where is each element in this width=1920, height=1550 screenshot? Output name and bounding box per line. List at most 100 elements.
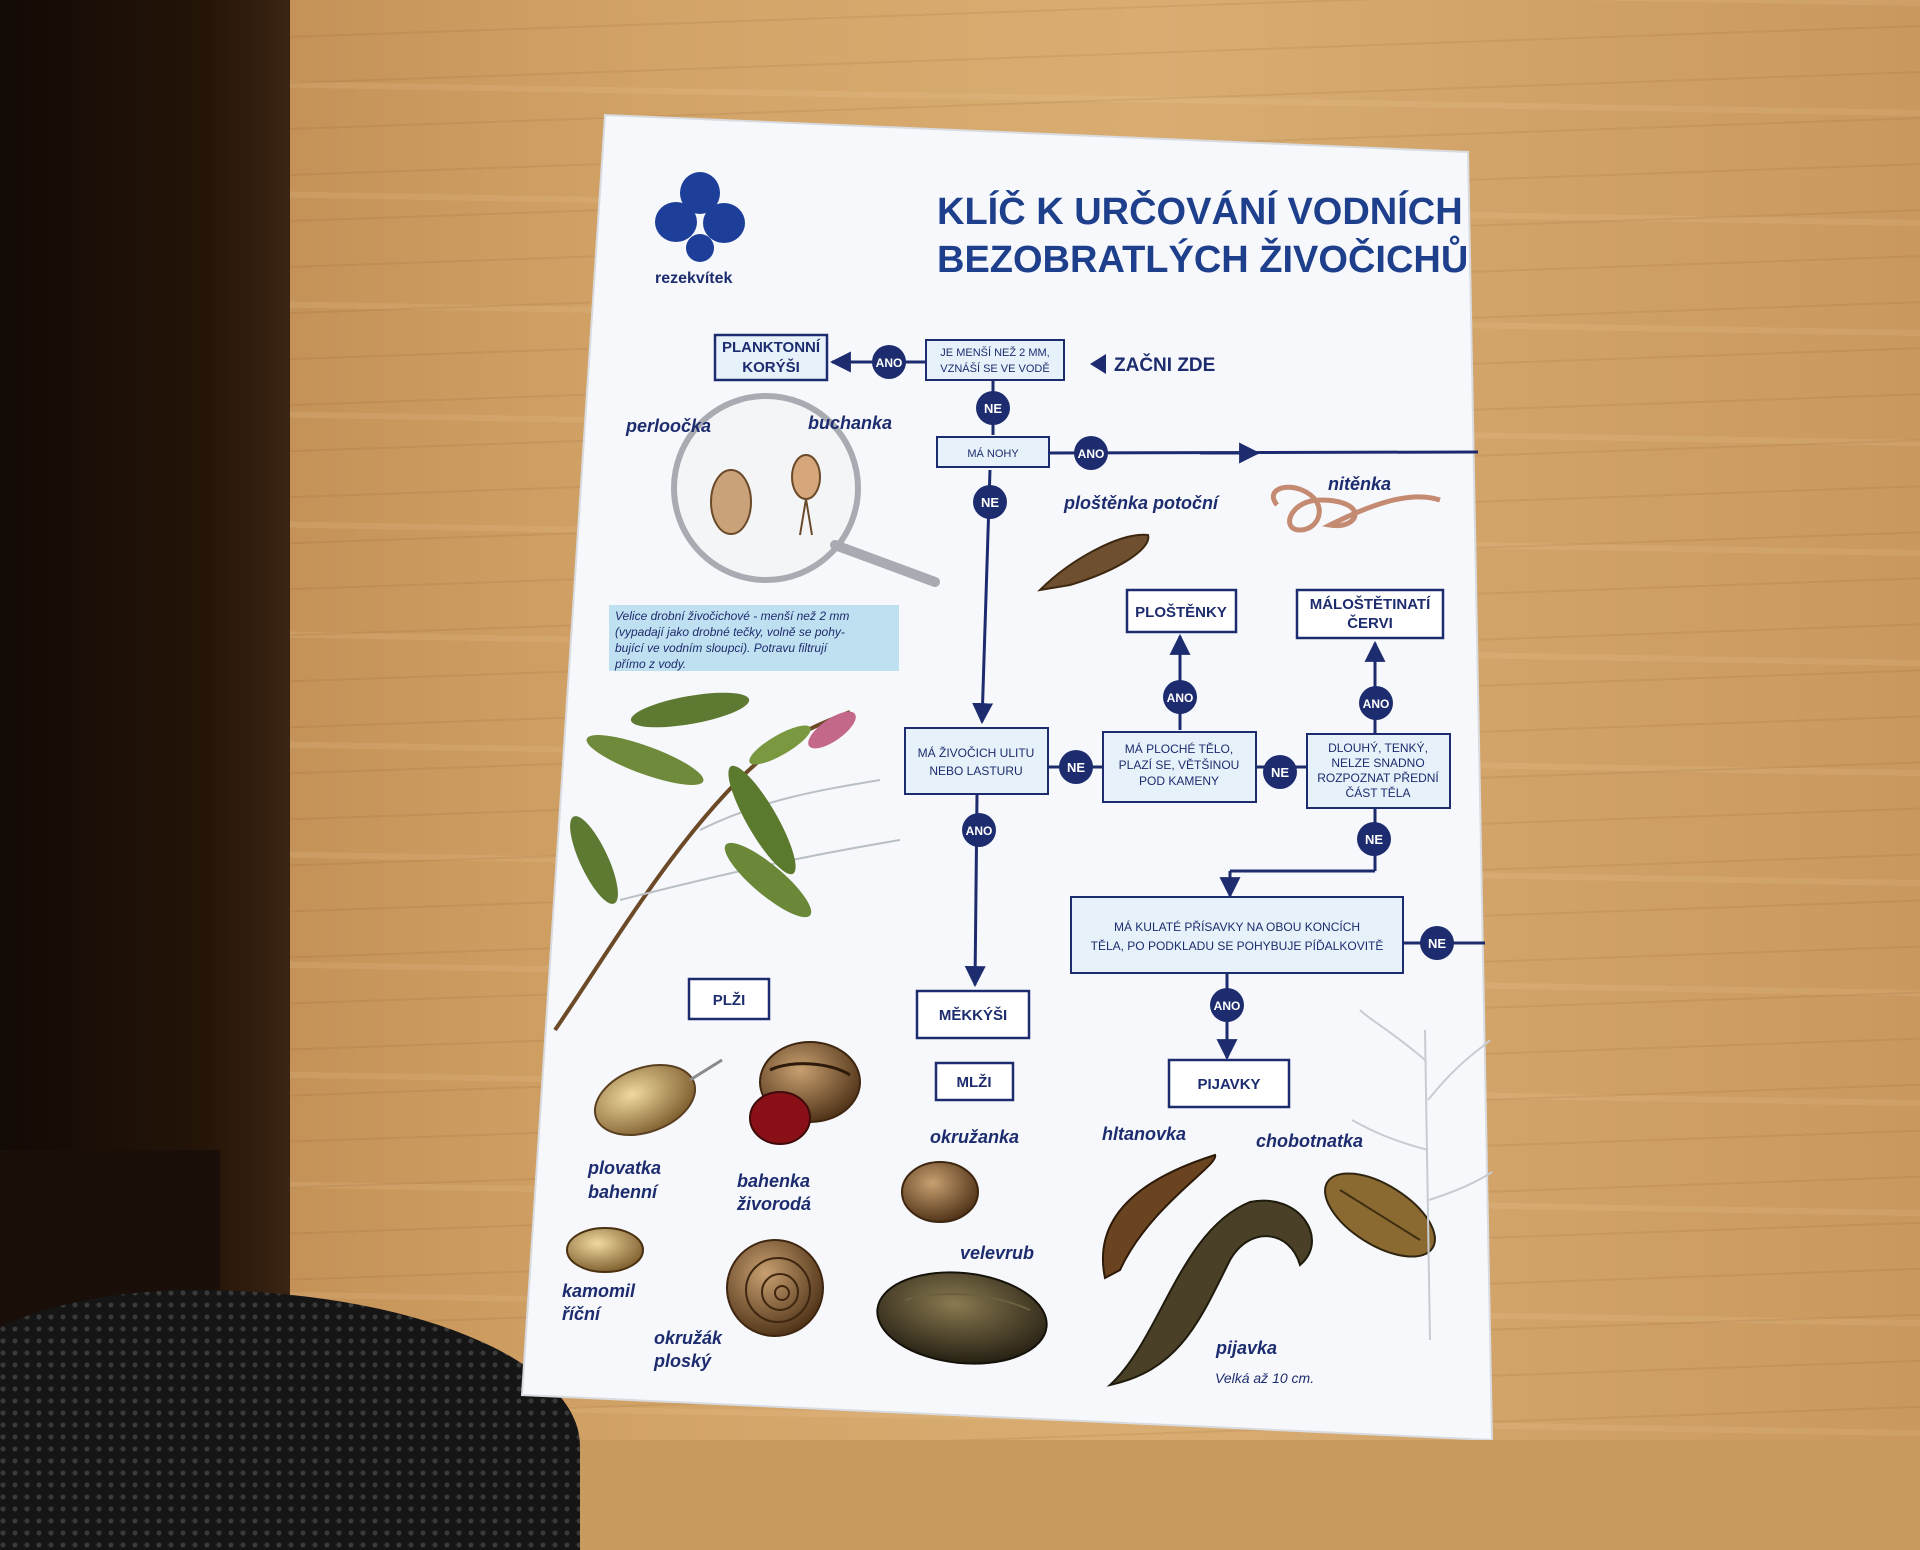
result-snails: PLŽI	[687, 977, 771, 1021]
species-okruzak-line1: okružák	[654, 1328, 723, 1348]
hltanovka-illustration	[1101, 1153, 1217, 1280]
svg-text:PLŽI: PLŽI	[713, 991, 746, 1009]
species-nitenka: nitěnka	[1328, 474, 1391, 494]
svg-text:DLOUHÝ, TENKÝ,: DLOUHÝ, TENKÝ,	[1328, 740, 1428, 755]
species-plovatka-line2: bahenní	[588, 1182, 659, 1202]
svg-text:ANO: ANO	[966, 824, 993, 838]
svg-text:KORÝŠI: KORÝŠI	[742, 358, 800, 376]
species-chobotnatka: chobotnatka	[1256, 1131, 1363, 1151]
svg-text:ROZPOZNAT PŘEDNÍ: ROZPOZNAT PŘEDNÍ	[1317, 770, 1439, 785]
svg-text:NE: NE	[1271, 765, 1289, 780]
svg-text:NELZE SNADNO: NELZE SNADNO	[1331, 756, 1424, 770]
result-plankton: PLANKTONNÍ KORÝŠI	[713, 333, 829, 382]
svg-text:přímo z vody.: přímo z vody.	[614, 657, 686, 671]
species-okruzak-line2: ploský	[653, 1351, 712, 1371]
svg-text:MÁLOŠTĚTINATÍ: MÁLOŠTĚTINATÍ	[1310, 595, 1431, 613]
answer-yes-5: ANO	[962, 813, 996, 847]
svg-text:MÁ KULATÉ PŘÍSAVKY NA OBOU KON: MÁ KULATÉ PŘÍSAVKY NA OBOU KONCÍCH	[1114, 919, 1360, 934]
answer-yes-4: ANO	[1359, 686, 1393, 720]
svg-text:ANO: ANO	[1214, 999, 1241, 1013]
aquatic-plant-illustration	[553, 692, 901, 1032]
result-bivalves: MLŽI	[934, 1061, 1015, 1102]
species-kamomil-line2: říční	[562, 1304, 602, 1324]
magnifier-illustration	[671, 393, 940, 587]
svg-text:NE: NE	[1365, 832, 1383, 847]
svg-text:ČÁST TĚLA: ČÁST TĚLA	[1346, 785, 1411, 800]
answer-yes-6: ANO	[1210, 988, 1244, 1022]
result-molluscs: MĚKKÝŠI	[915, 989, 1031, 1040]
svg-text:bující ve vodním sloupci). Pot: bující ve vodním sloupci). Potravu filtr…	[615, 641, 829, 655]
cyclops-drawing	[791, 454, 821, 500]
result-oligochaetes: MÁLOŠTĚTINATÍ ČERVI	[1295, 588, 1445, 640]
species-plostenka: ploštěnka potoční	[1063, 493, 1220, 513]
result-flatworms: PLOŠTĚNKY	[1125, 588, 1238, 634]
svg-text:MÁ NOHY: MÁ NOHY	[967, 447, 1019, 460]
species-okruzanka: okružanka	[930, 1127, 1019, 1147]
svg-text:ANO: ANO	[876, 356, 903, 370]
species-perloocka: perloočka	[625, 416, 711, 436]
answer-yes-3: ANO	[1163, 680, 1197, 714]
okruzanka-illustration	[901, 1161, 979, 1223]
svg-text:POD KAMENY: POD KAMENY	[1139, 774, 1219, 788]
start-label: ZAČNI ZDE	[1114, 354, 1215, 376]
answer-yes-2: ANO	[1074, 436, 1108, 470]
svg-text:JE MENŠÍ NEŽ 2 MM,: JE MENŠÍ NEŽ 2 MM,	[940, 346, 1049, 359]
svg-text:PLAZÍ SE, VĚTŠINOU: PLAZÍ SE, VĚTŠINOU	[1119, 757, 1240, 772]
start-arrow-icon	[1090, 354, 1106, 374]
question-flat-body: MÁ PLOCHÉ TĚLO, PLAZÍ SE, VĚTŠINOU POD K…	[1102, 731, 1257, 803]
question-small-floating: JE MENŠÍ NEŽ 2 MM, VZNÁŠÍ SE VE VODĚ	[925, 339, 1065, 381]
answer-yes-1: ANO	[872, 345, 906, 379]
background-plant-right	[1351, 1009, 1493, 1341]
species-pijavka: pijavka	[1215, 1338, 1277, 1358]
svg-text:MÁ PLOCHÉ TĚLO,: MÁ PLOCHÉ TĚLO,	[1125, 741, 1233, 756]
question-suckers: MÁ KULATÉ PŘÍSAVKY NA OBOU KONCÍCH TĚLA,…	[1070, 896, 1404, 974]
kamomil-illustration	[566, 1227, 644, 1273]
svg-text:ČERVI: ČERVI	[1347, 614, 1393, 632]
pijavka-size-note: Velká až 10 cm.	[1215, 1370, 1314, 1386]
answer-no-5: NE	[1357, 822, 1391, 856]
svg-text:NE: NE	[981, 495, 999, 510]
pijavka-illustration	[1106, 1199, 1313, 1387]
svg-text:ANO: ANO	[1078, 447, 1105, 461]
answer-no-2: NE	[973, 485, 1007, 519]
species-hltanovka: hltanovka	[1102, 1124, 1186, 1144]
question-has-shell: MÁ ŽIVOČICH ULITU NEBO LASTURU	[904, 727, 1049, 795]
svg-text:PLOŠTĚNKY: PLOŠTĚNKY	[1135, 603, 1227, 621]
svg-text:NE: NE	[1428, 936, 1446, 951]
species-plovatka-line1: plovatka	[587, 1158, 661, 1178]
svg-text:(vypadají jako drobné tečky, v: (vypadají jako drobné tečky, volně se po…	[615, 625, 845, 639]
bahenka-illustration	[749, 1041, 861, 1145]
answer-no-4: NE	[1263, 755, 1297, 789]
flatworm-illustration	[1037, 533, 1150, 592]
question-has-legs: MÁ NOHY	[936, 436, 1050, 468]
species-bahenka-line2: živorodá	[736, 1194, 811, 1214]
question-long-thin: DLOUHÝ, TENKÝ, NELZE SNADNO ROZPOZNAT PŘ…	[1306, 733, 1451, 809]
svg-text:MĚKKÝŠI: MĚKKÝŠI	[939, 1006, 1007, 1024]
svg-text:TĚLA, PO PODKLADU SE POHYBUJE: TĚLA, PO PODKLADU SE POHYBUJE PÍĎALKOVIT…	[1091, 938, 1384, 953]
svg-text:PLANKTONNÍ: PLANKTONNÍ	[722, 339, 821, 356]
chobotnatka-illustration	[1324, 1172, 1436, 1258]
answer-no-6: NE	[1420, 926, 1454, 960]
svg-text:ANO: ANO	[1363, 697, 1390, 711]
species-velevrub: velevrub	[960, 1243, 1034, 1263]
svg-text:NE: NE	[1067, 760, 1085, 775]
svg-text:PIJAVKY: PIJAVKY	[1197, 1076, 1260, 1093]
plovatka-illustration	[593, 1058, 723, 1136]
identification-key-card: rezekvítek KLÍČ K URČOVÁNÍ VODNÍCH BEZOB…	[520, 113, 1494, 1440]
species-buchanka: buchanka	[808, 413, 892, 433]
result-leeches: PIJAVKY	[1167, 1058, 1291, 1109]
title-line-1: KLÍČ K URČOVÁNÍ VODNÍCH	[937, 188, 1463, 233]
rezekvitek-logo	[655, 172, 745, 262]
note-box: Velice drobní živočichové - menší než 2 …	[609, 605, 899, 671]
title-line-2: BEZOBRATLÝCH ŽIVOČICHŮ	[937, 234, 1468, 281]
svg-text:NEBO LASTURU: NEBO LASTURU	[929, 764, 1022, 778]
svg-text:VZNÁŠÍ SE VE VODĚ: VZNÁŠÍ SE VE VODĚ	[940, 362, 1049, 375]
tubifex-illustration	[1270, 484, 1441, 533]
velevrub-illustration	[876, 1271, 1048, 1365]
svg-text:MÁ ŽIVOČICH ULITU: MÁ ŽIVOČICH ULITU	[918, 745, 1035, 760]
svg-text:MLŽI: MLŽI	[957, 1073, 992, 1091]
species-bahenka-line1: bahenka	[737, 1171, 810, 1191]
svg-text:ANO: ANO	[1167, 691, 1194, 705]
answer-no-1: NE	[976, 391, 1010, 425]
daphnia-drawing	[710, 469, 752, 535]
